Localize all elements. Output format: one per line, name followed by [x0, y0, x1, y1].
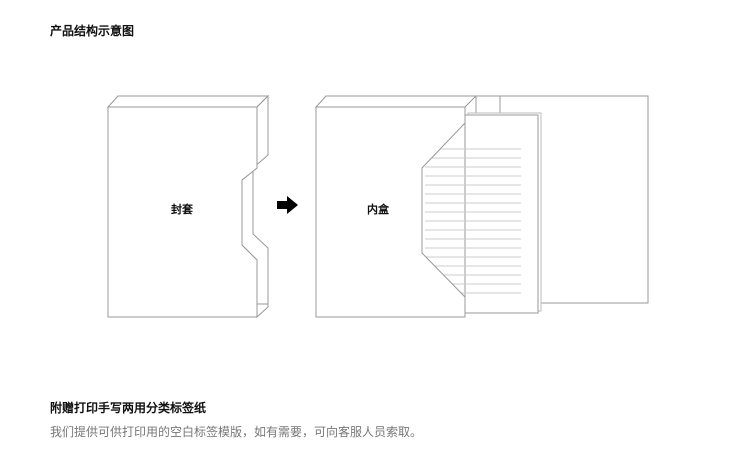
label-paper-description: 我们提供可供打印用的空白标签模版，如有需要，可向客服人员索取。: [50, 425, 423, 439]
cover-top: [106, 95, 270, 108]
label-paper-title: 附赠打印手写两用分类标签纸: [50, 401, 207, 415]
cover-front: [107, 106, 258, 318]
inner-box-top: [314, 95, 478, 108]
page-title: 产品结构示意图: [50, 24, 135, 38]
inner-box-front: [315, 106, 466, 318]
inner-box: 内盒: [314, 95, 649, 318]
cover-label: 封套: [171, 202, 194, 216]
cover-sleeve: 封套: [106, 94, 270, 319]
notebook: [464, 114, 539, 314]
right-arrow-icon: [277, 196, 298, 214]
inner-box-label: 内盒: [367, 202, 390, 216]
notebook-ruled-lines: [425, 148, 521, 294]
